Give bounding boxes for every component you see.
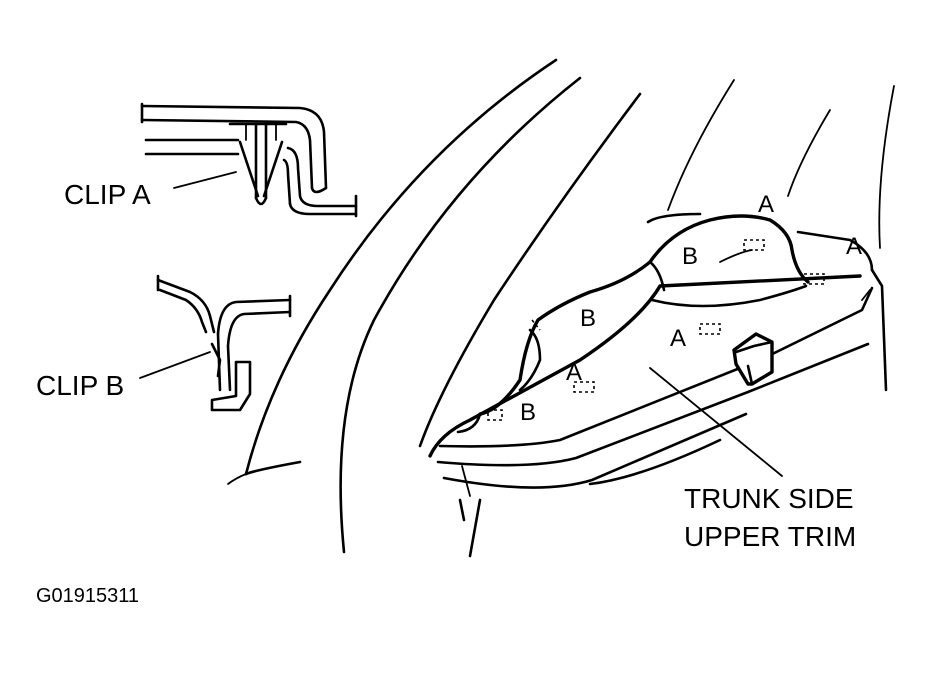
- trunk-trim-label-line2: UPPER TRIM: [684, 521, 856, 552]
- trunk-trim-label-line1: TRUNK SIDE: [684, 483, 854, 514]
- car-body-lines: [227, 58, 895, 558]
- point-a-lower: A: [566, 359, 582, 386]
- point-b-lower: B: [520, 399, 536, 426]
- clip-marker-a-right: [803, 273, 825, 285]
- clip-a-detail: [140, 102, 358, 218]
- point-b-left: B: [580, 305, 596, 332]
- clip-b-label: CLIP B: [36, 370, 124, 401]
- clip-marker-b-lower: [487, 409, 503, 421]
- point-a-right: A: [846, 233, 862, 260]
- clip-marker-b-left: [531, 319, 541, 331]
- clip-b-detail: [139, 274, 292, 412]
- point-a-top: A: [758, 191, 774, 218]
- figure-code: G01915311: [36, 585, 139, 607]
- clip-marker-a-lower: [573, 381, 595, 393]
- clip-marker-b-upper: [743, 239, 765, 251]
- point-b-upper: B: [682, 243, 698, 270]
- trunk-side-upper-trim: [456, 214, 825, 477]
- clip-marker-a-mid: [699, 323, 721, 335]
- clip-a-label: CLIP A: [64, 179, 151, 210]
- point-a-mid: A: [670, 325, 686, 352]
